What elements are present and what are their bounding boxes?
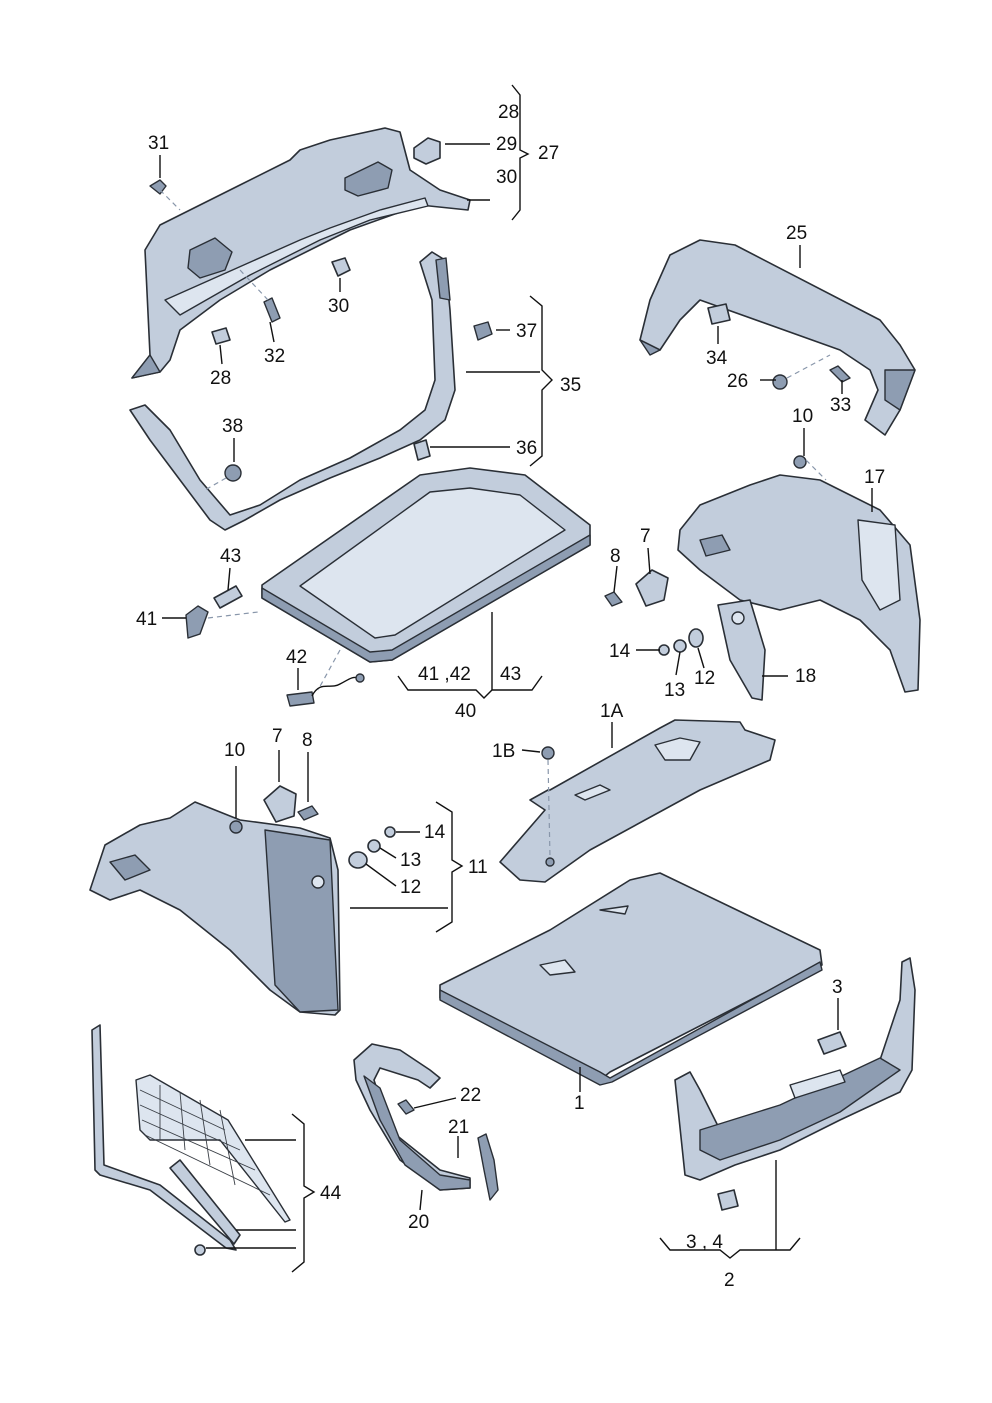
cover-7a-part — [635, 569, 669, 607]
label-31: 31 — [148, 133, 169, 154]
clip-29-part — [413, 137, 441, 165]
screw-10a-part — [793, 455, 827, 481]
label-13-right: 13 — [664, 680, 685, 701]
label-7-left: 7 — [272, 726, 283, 747]
label-12-left: 12 — [400, 877, 421, 898]
screw-33-part — [829, 365, 851, 383]
label-14-left: 14 — [424, 822, 446, 843]
grommet-28-part — [211, 327, 231, 345]
luggage-net-part — [91, 1024, 291, 1256]
label-1A: 1A — [600, 701, 624, 722]
label-32: 32 — [264, 346, 285, 367]
bolt-38-part — [204, 464, 242, 491]
label-1B: 1B — [492, 741, 515, 762]
cable-42-part — [286, 673, 365, 707]
retainer-41-part — [185, 605, 259, 639]
rear-panel-trim-part — [639, 239, 916, 436]
label-30-top: 30 — [496, 167, 517, 188]
label-28-top: 28 — [498, 102, 519, 123]
label-28-grommet: 28 — [210, 368, 231, 389]
label-10-left: 10 — [224, 740, 245, 761]
screw-8a-part — [604, 591, 623, 607]
label-18: 18 — [795, 666, 816, 687]
boot-lid-trim-frame-part — [129, 251, 456, 531]
label-41-left: 41 — [136, 609, 157, 630]
cap-12a-part — [688, 628, 704, 648]
cover-7b-part — [263, 785, 297, 823]
cap-12b-part — [348, 851, 368, 869]
label-22: 22 — [460, 1085, 481, 1106]
label-20: 20 — [408, 1212, 429, 1233]
label-35: 35 — [560, 375, 581, 396]
label-3-4: 3 , 4 — [686, 1232, 723, 1253]
bolt-26-part — [772, 354, 831, 390]
clip-34-part — [707, 303, 731, 325]
label-3-top: 3 — [832, 977, 843, 998]
leader-lines — [159, 84, 873, 1273]
left-side-trim-part — [89, 801, 341, 1016]
label-29: 29 — [496, 134, 517, 155]
luggage-cover-part — [261, 467, 591, 663]
label-13-left: 13 — [400, 850, 421, 871]
label-26: 26 — [727, 371, 748, 392]
label-27: 27 — [538, 143, 559, 164]
clip-3-part — [817, 1031, 847, 1055]
trim-panel-18-part — [717, 599, 766, 701]
washer-14a-part — [658, 644, 670, 656]
washer-14b-part — [384, 826, 396, 838]
label-41-42: 41 ,42 — [418, 664, 471, 685]
label-2: 2 — [724, 1270, 735, 1291]
label-33: 33 — [830, 395, 851, 416]
label-12-right: 12 — [694, 668, 715, 689]
right-side-trim-part — [677, 474, 921, 693]
label-10-right: 10 — [792, 406, 813, 427]
label-8-right: 8 — [610, 546, 621, 567]
label-44: 44 — [320, 1183, 342, 1204]
label-17: 17 — [864, 467, 885, 488]
label-7-right: 7 — [640, 526, 651, 547]
label-40: 40 — [455, 701, 476, 722]
label-1: 1 — [574, 1093, 585, 1114]
label-14-right: 14 — [609, 641, 631, 662]
washer-13a-part — [673, 639, 687, 653]
seal-part — [353, 1043, 471, 1191]
label-25: 25 — [786, 223, 807, 244]
label-42-cable: 42 — [286, 647, 307, 668]
screw-31-part — [149, 179, 181, 211]
strap-21-part — [477, 1133, 499, 1201]
sill-panel-part — [674, 957, 916, 1181]
screw-32-part — [239, 269, 281, 323]
label-38: 38 — [222, 416, 243, 437]
screw-10b-part — [229, 820, 243, 834]
washer-13b-part — [367, 839, 381, 853]
floor-panel-1a-part — [499, 719, 776, 883]
label-11: 11 — [468, 857, 488, 878]
label-43-right: 43 — [500, 664, 521, 685]
label-43-left: 43 — [220, 546, 241, 567]
clip-4-part — [717, 1189, 739, 1211]
label-34: 34 — [706, 348, 728, 369]
clip-36-part — [413, 439, 431, 461]
label-37: 37 — [516, 321, 537, 342]
parcel-shelf-trim-part — [131, 127, 471, 379]
screw-22-part — [397, 1099, 415, 1115]
label-36: 36 — [516, 438, 537, 459]
screw-8b-part — [297, 805, 319, 821]
clip-30-part — [331, 257, 351, 277]
part-labels: 28 29 27 30 31 30 32 28 25 34 26 33 37 3… — [136, 102, 885, 1291]
label-30-clip: 30 — [328, 296, 349, 317]
label-21: 21 — [448, 1117, 469, 1138]
floor-mat-1-part — [439, 872, 823, 1086]
label-8-left: 8 — [302, 730, 313, 751]
screw-1b-part — [541, 746, 555, 859]
bolt-37-part — [473, 321, 493, 341]
